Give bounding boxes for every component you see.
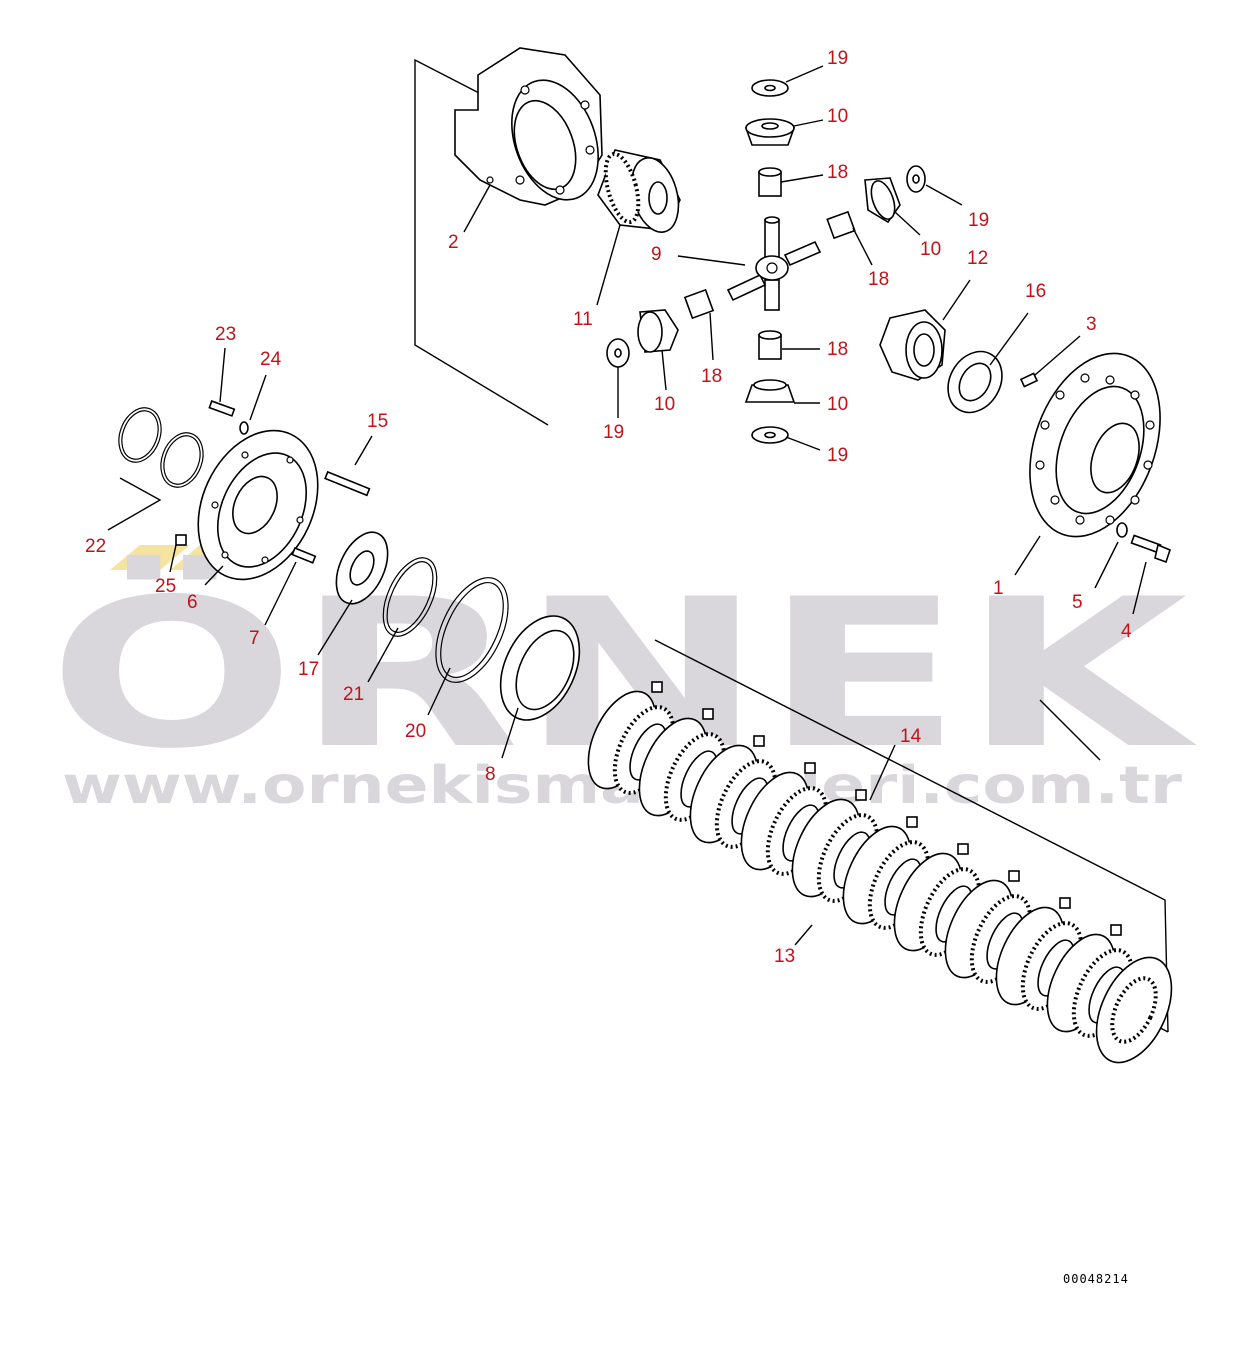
callout-19: 19 <box>827 445 848 466</box>
plate-lug <box>702 708 714 720</box>
callout-14: 14 <box>900 726 922 747</box>
callout-19: 19 <box>968 210 989 231</box>
part-1-housing <box>1029 352 1161 538</box>
part-25-plug <box>175 534 187 546</box>
part-4-bolt <box>1130 534 1171 564</box>
part-24-washer <box>239 421 249 435</box>
callout-18: 18 <box>827 162 848 183</box>
callout-1: 1 <box>993 578 1004 599</box>
pinion-stack-left <box>606 288 715 368</box>
part-9-spider <box>726 216 822 311</box>
callout-6: 6 <box>187 592 198 613</box>
plate-lug <box>906 816 918 828</box>
callout-10: 10 <box>920 239 941 260</box>
plate-lug <box>753 735 765 747</box>
callout-7: 7 <box>249 628 260 649</box>
callout-10: 10 <box>827 394 848 415</box>
part-17-plate <box>335 531 389 605</box>
callout-3: 3 <box>1086 314 1097 335</box>
part-22-snap-rings <box>118 407 204 488</box>
callout-25: 25 <box>155 576 176 597</box>
pinion-stack-top <box>744 79 796 197</box>
plate-lug <box>1059 897 1071 909</box>
leader-lines <box>107 65 1147 946</box>
pinion-stack-bottom <box>744 330 796 444</box>
callout-24: 24 <box>260 349 282 370</box>
callout-9: 9 <box>651 244 662 265</box>
part-5-washer <box>1116 522 1128 538</box>
callout-8: 8 <box>485 764 496 785</box>
part-11-side-gear <box>597 149 681 233</box>
group-brackets <box>414 58 1169 1033</box>
plate-lug <box>855 789 867 801</box>
callout-12: 12 <box>967 248 988 269</box>
part-3-pin <box>1019 372 1039 388</box>
callout-19: 19 <box>827 48 848 69</box>
callout-17: 17 <box>298 659 319 680</box>
plate-lug <box>957 843 969 855</box>
end-plate-bore <box>1110 976 1158 1044</box>
callout-15: 15 <box>367 411 388 432</box>
part-7-pin <box>291 547 317 564</box>
callout-2: 2 <box>448 232 459 253</box>
plate-lug <box>1110 924 1122 936</box>
callout-22: 22 <box>85 536 106 557</box>
part-12-side-gear <box>879 309 946 381</box>
callout-23: 23 <box>215 324 236 345</box>
pinion-stack-right <box>826 165 926 240</box>
part-23-bolt <box>208 400 236 417</box>
watermark-accent <box>110 545 190 570</box>
plate-lug <box>1008 870 1020 882</box>
callout-20: 20 <box>405 721 426 742</box>
part-6-carrier-housing <box>197 429 319 581</box>
part-15-pin <box>324 470 371 497</box>
part-20-ring <box>435 577 509 683</box>
callout-18: 18 <box>827 339 848 360</box>
part-2-differential-case <box>454 47 603 206</box>
callout-10: 10 <box>654 394 675 415</box>
callout-4: 4 <box>1121 621 1132 642</box>
callouts: 19 10 18 19 10 2 9 18 12 11 16 3 23 24 1… <box>85 48 1132 967</box>
callout-13: 13 <box>774 946 795 967</box>
callout-10: 10 <box>827 106 848 127</box>
callout-11: 11 <box>573 309 593 330</box>
callout-19: 19 <box>603 422 624 443</box>
part-16-thrust-washer <box>947 350 1003 414</box>
callout-16: 16 <box>1025 281 1046 302</box>
part-8-piston <box>499 615 581 721</box>
part-13-clutch-pack <box>587 681 1173 1064</box>
callout-18: 18 <box>701 366 722 387</box>
plate-lug <box>651 681 663 693</box>
part-21-ring <box>382 557 438 637</box>
callout-21: 21 <box>343 684 364 705</box>
plate-lug <box>804 762 816 774</box>
callout-5: 5 <box>1072 592 1083 613</box>
drawing-number: 00048214 <box>1063 1272 1129 1286</box>
callout-18: 18 <box>868 269 889 290</box>
